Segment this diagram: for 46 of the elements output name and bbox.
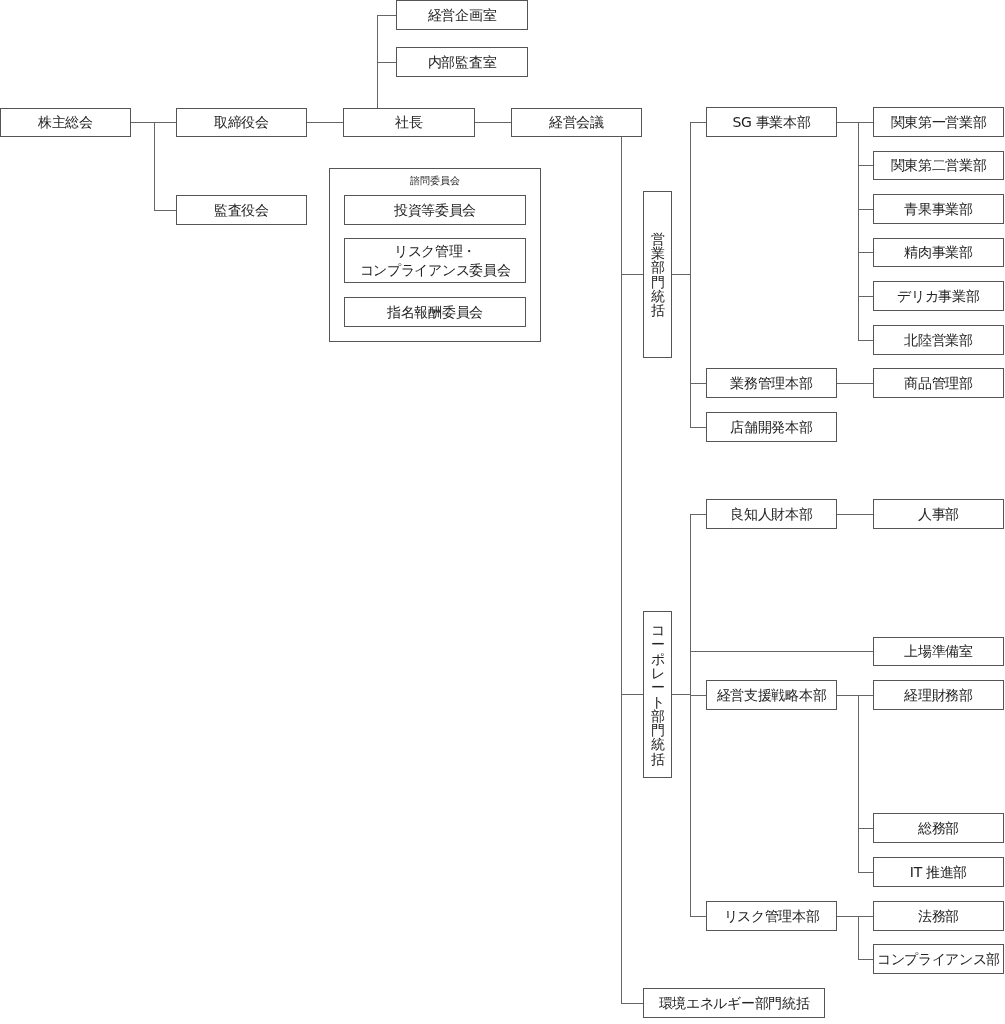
org-box: コンプライアンス部 (873, 944, 1004, 974)
connector-line (130, 122, 177, 211)
group-heading: 諮問委員会 (410, 175, 460, 187)
org-box: 経営支援戦略本部 (706, 680, 837, 710)
org-box: 指名報酬委員会 (344, 297, 526, 327)
org-box: IT 推進部 (873, 857, 1004, 887)
connector-line (377, 62, 397, 109)
group-frame (329, 168, 541, 342)
org-box: リスク管理・コンプライアンス委員会 (344, 238, 526, 283)
org-box: 内部監査室 (396, 47, 528, 77)
org-box: 経理財務部 (873, 680, 1004, 710)
org-box: 経営企画室 (396, 0, 528, 30)
org-box: 法務部 (873, 901, 1004, 931)
org-box: 投資等委員会 (344, 195, 526, 225)
org-box: 社長 (343, 108, 475, 137)
org-box: 人事部 (873, 499, 1004, 529)
org-box: デリカ事業部 (873, 281, 1004, 311)
org-box: 経営会議 (511, 108, 642, 137)
org-box: 関東第二営業部 (873, 151, 1004, 180)
connector-line (474, 122, 512, 123)
connector-line (671, 274, 707, 428)
org-box: リスク管理本部 (706, 901, 837, 931)
org-box: 総務部 (873, 813, 1004, 843)
connector-line (836, 383, 874, 384)
connector-line (306, 122, 344, 123)
connector-line (836, 916, 874, 960)
org-box: 青果事業部 (873, 194, 1004, 224)
org-box: 上場準備室 (873, 637, 1004, 666)
vertical-label-box: コーポレート部門統括 (643, 611, 672, 778)
org-box: 監査役会 (176, 195, 307, 225)
org-box: 業務管理本部 (706, 368, 837, 398)
org-box: 株主総会 (0, 108, 131, 137)
connector-line (836, 695, 874, 873)
connector-line (836, 514, 874, 515)
org-box: 精肉事業部 (873, 238, 1004, 267)
org-box: 良知人財本部 (706, 499, 837, 529)
org-box: 環境エネルギー部門統括 (643, 988, 825, 1018)
org-box: SG 事業本部 (706, 107, 837, 137)
org-box: 関東第一営業部 (873, 107, 1004, 137)
org-box: 店舗開発本部 (706, 412, 837, 442)
connector-line (836, 122, 874, 341)
connector-line (671, 694, 707, 917)
vertical-label-box: 営業部門統括 (643, 191, 672, 358)
org-box: 北陸営業部 (873, 325, 1004, 355)
org-box: 取締役会 (176, 108, 307, 137)
org-box: 商品管理部 (873, 368, 1004, 398)
